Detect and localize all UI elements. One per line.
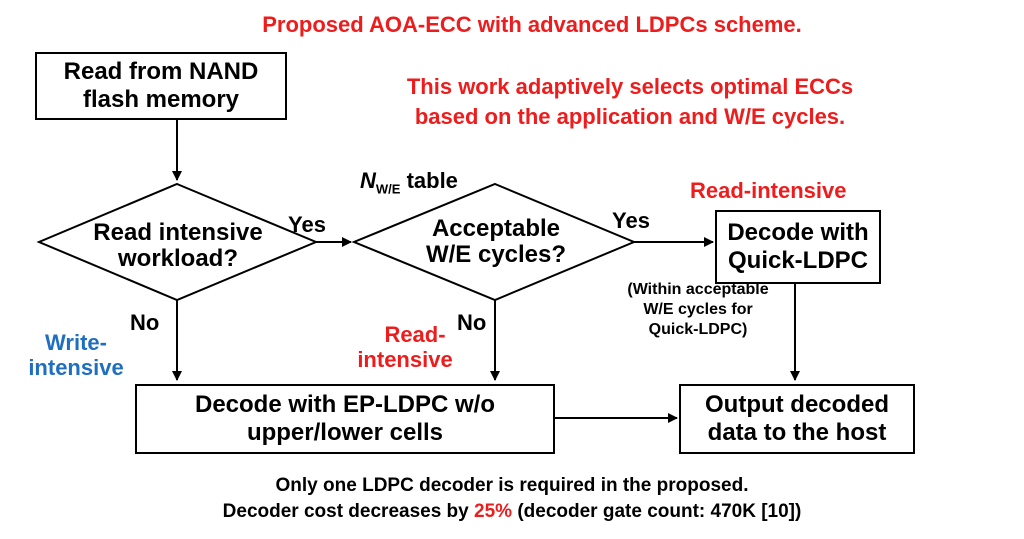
decision1-line-1: Read intensive bbox=[93, 219, 263, 246]
quick-ldpc-note: (Within acceptable W/E cycles for Quick-… bbox=[598, 280, 798, 340]
ep-line-1: Decode with EP-LDPC w/o bbox=[194, 391, 496, 419]
label-read-intensive-top: Read-intensive bbox=[690, 178, 847, 203]
output-line-1: Output decoded bbox=[705, 391, 889, 419]
quick-line-1: Decode with bbox=[727, 219, 869, 247]
nwe-table-text: table bbox=[400, 168, 458, 193]
read-nand-line-1: Read from NAND bbox=[63, 58, 259, 86]
node-ep-ldpc: Decode with EP-LDPC w/o upper/lower cell… bbox=[135, 384, 555, 454]
footer-line-1: Only one LDPC decoder is required in the… bbox=[275, 475, 749, 496]
quick-note-line-3: Quick-LDPC) bbox=[648, 321, 748, 338]
node-output: Output decoded data to the host bbox=[679, 384, 915, 454]
footer-line-2: Decoder cost decreases by 25% (decoder g… bbox=[0, 499, 1024, 525]
write-intensive-line-1: Write- bbox=[45, 330, 107, 355]
output-line-2: data to the host bbox=[707, 419, 887, 446]
node-read-intensive-decision: Read intensive workload? bbox=[60, 219, 296, 273]
nwe-subscript: W/E bbox=[375, 181, 401, 197]
label-no-1: No bbox=[130, 310, 160, 335]
nwe-table-label: NW/E table bbox=[360, 168, 458, 196]
quick-note-line-1: (Within acceptable bbox=[627, 281, 769, 298]
read-nand-line-2: flash memory bbox=[82, 86, 240, 113]
footer-highlight-percent: 25% bbox=[474, 500, 513, 522]
diagram-subtitle: This work adaptively selects optimal ECC… bbox=[355, 72, 905, 131]
label-write-intensive: Write- intensive bbox=[14, 330, 138, 381]
ep-line-2: upper/lower cells bbox=[246, 419, 444, 446]
node-quick-ldpc: Decode with Quick-LDPC bbox=[715, 210, 881, 284]
read-intensive-mid-line-1: Read- bbox=[384, 322, 446, 347]
label-yes-2: Yes bbox=[612, 208, 650, 233]
read-intensive-mid-line-2: intensive bbox=[357, 347, 453, 373]
nwe-symbol: N bbox=[360, 168, 376, 193]
label-yes-1: Yes bbox=[288, 212, 326, 237]
node-we-cycles-decision: Acceptable W/E cycles? bbox=[385, 215, 607, 269]
decision2-line-2: W/E cycles? bbox=[425, 241, 567, 269]
quick-line-2: Quick-LDPC bbox=[727, 247, 868, 274]
footer-notes: Only one LDPC decoder is required in the… bbox=[0, 473, 1024, 524]
footer-line-2-post: (decoder gate count: 470K [10]) bbox=[512, 500, 802, 522]
decision2-line-1: Acceptable bbox=[431, 215, 561, 242]
subtitle-line-2: based on the application and W/E cycles. bbox=[414, 103, 846, 129]
footer-line-2-pre: Decoder cost decreases by bbox=[222, 500, 475, 522]
label-read-intensive-mid: Read- intensive bbox=[345, 322, 465, 373]
diagram-title: Proposed AOA-ECC with advanced LDPCs sch… bbox=[262, 12, 802, 37]
quick-note-line-2: W/E cycles for bbox=[643, 301, 753, 318]
write-intensive-line-2: intensive bbox=[28, 355, 124, 381]
subtitle-line-1: This work adaptively selects optimal ECC… bbox=[406, 74, 854, 99]
node-read-nand: Read from NAND flash memory bbox=[35, 52, 287, 120]
decision1-line-2: workload? bbox=[117, 245, 238, 273]
label-no-2: No bbox=[457, 310, 487, 335]
